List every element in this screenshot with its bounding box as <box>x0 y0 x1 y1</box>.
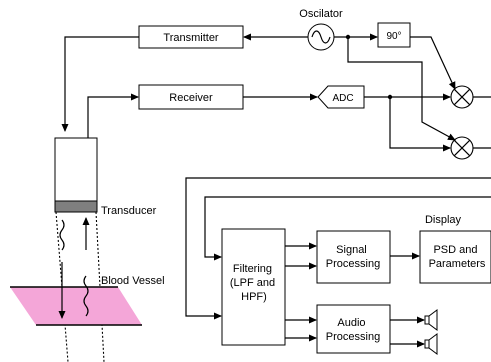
speaker-icon <box>424 309 438 331</box>
processing-connections <box>285 242 425 348</box>
adc-block: ADC <box>317 85 365 109</box>
transmitter-to-transducer-line <box>61 36 139 132</box>
transducer <box>54 137 98 213</box>
receiver-box: Receiver <box>138 84 244 110</box>
signal-processing-box: Signal Processing <box>316 230 391 284</box>
adc-to-mixers <box>364 93 451 152</box>
speaker-icon <box>424 333 438 355</box>
ultrasound-beam <box>55 211 105 362</box>
transducer-label: Transducer <box>101 205 157 217</box>
audio-processing-label: Audio Processing <box>326 317 380 343</box>
reflected-wave <box>82 217 90 317</box>
transducer-to-receiver-line <box>87 93 139 138</box>
oscillator-connections <box>243 33 456 141</box>
transmitted-wave <box>58 219 66 319</box>
audio-processing-box: Audio Processing <box>316 304 391 354</box>
blood-vessel <box>10 286 142 326</box>
transmitter-box: Transmitter <box>138 25 244 49</box>
phase-shift-label: 90° <box>386 31 401 42</box>
receiver-label: Receiver <box>169 92 213 104</box>
multiplier-icon <box>453 139 471 157</box>
phase-shift-box: 90° <box>377 22 411 48</box>
sine-wave-icon <box>311 30 331 44</box>
filtering-box: Filtering (LPF and HPF) <box>221 228 286 346</box>
oscillator-label: Oscilator <box>299 8 343 20</box>
display-label: Display <box>425 214 462 226</box>
mixer-1 <box>450 85 474 109</box>
blood-vessel-label: Blood Vessel <box>101 275 165 287</box>
filtering-label: Filtering (LPF and HPF) <box>230 263 278 303</box>
multiplier-icon <box>453 88 471 106</box>
psd-box: PSD and Parameters <box>419 230 491 284</box>
filter-input-lines <box>185 177 491 320</box>
transducer-face <box>54 200 98 213</box>
adc-label: ADC <box>332 93 353 104</box>
oscillator <box>307 23 335 51</box>
psd-label: PSD and Parameters <box>429 244 486 270</box>
signal-processing-label: Signal Processing <box>326 244 380 270</box>
transmitter-label: Transmitter <box>163 32 219 44</box>
